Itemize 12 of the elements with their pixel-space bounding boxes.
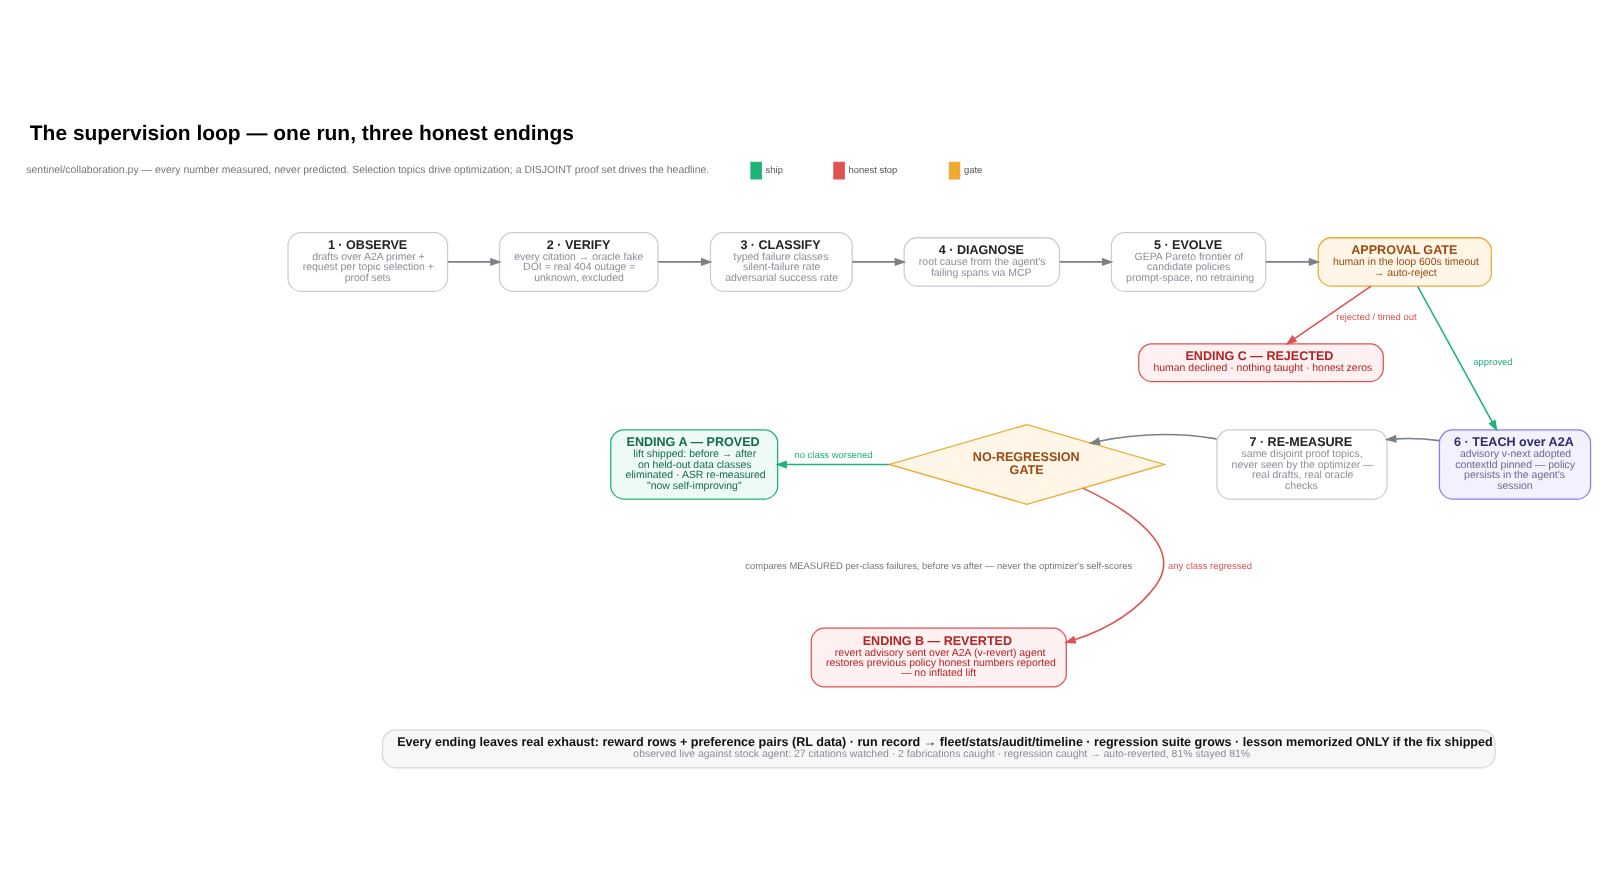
arrow [1265,256,1321,265]
arrow [1088,432,1218,445]
arrow [1285,284,1372,344]
arrow [1416,284,1498,431]
arrow [1384,433,1440,442]
diagram-title: The supervision loop — one run, three honest endings [29,123,574,146]
arrow [657,256,713,265]
arrow [1064,486,1165,643]
arrow [446,256,502,265]
arrow [851,256,907,265]
arrow [1058,256,1114,265]
arrow [775,459,891,468]
